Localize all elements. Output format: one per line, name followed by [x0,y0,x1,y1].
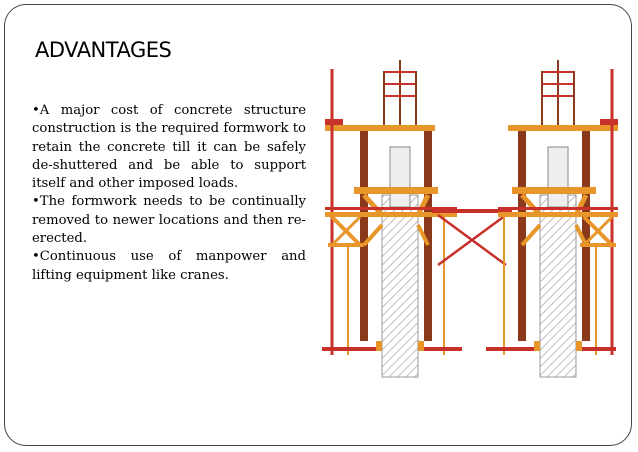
bullet-item: •Continuous use of manpower and lifting … [32,249,306,283]
slide-title: ADVANTAGES [35,38,172,62]
connecting-cross-brace [432,209,512,267]
bullet-list: •A major cost of concrete structure cons… [32,102,306,285]
formwork-right-assembly [486,60,618,378]
bullet-item: •The formwork needs to be continually re… [32,194,306,247]
slide-frame: ADVANTAGES •A major cost of concrete str… [4,4,632,446]
formwork-diagram [322,60,618,378]
formwork-left-assembly [322,60,462,378]
bullet-item: •A major cost of concrete structure cons… [32,103,306,192]
